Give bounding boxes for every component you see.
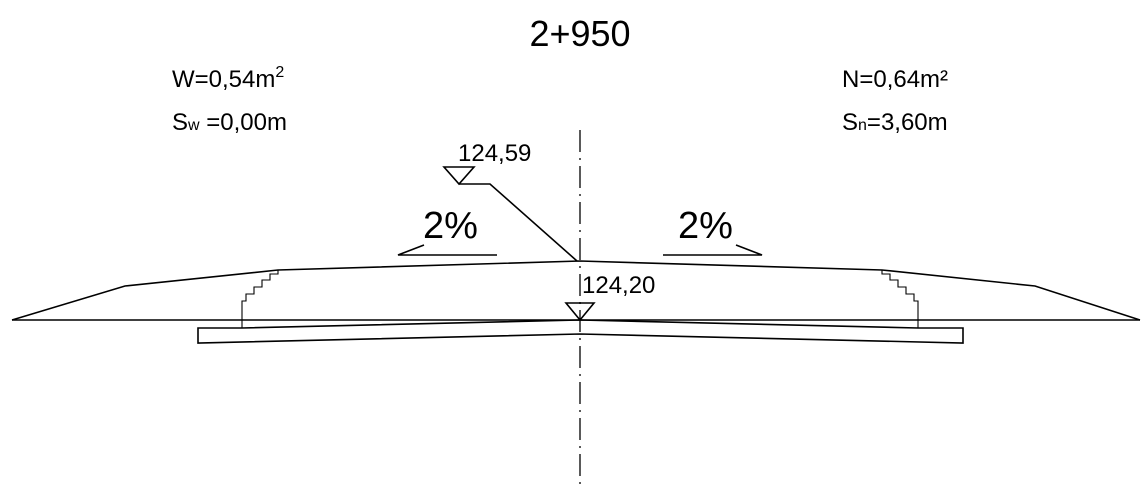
left-shift-subscript: w (187, 117, 200, 134)
subbase-layer-outline (197, 327, 964, 344)
right-slope-label: 2% (678, 205, 733, 247)
left-area-value: W=0,54m (172, 66, 275, 93)
station-title: 2+950 (529, 13, 630, 54)
left-area-label: W=0,54m2 (172, 64, 284, 93)
top-elevation-leader-line (459, 183, 578, 262)
left-shift-prefix: S (172, 109, 188, 136)
axis-elevation-triangle-icon (564, 302, 596, 322)
right-shift-label: Sn=3,60m (842, 109, 948, 136)
top-elevation-triangle-icon (442, 166, 476, 186)
left-shift-value: =0,00m (200, 109, 287, 136)
right-shift-value: =3,60m (867, 109, 948, 136)
axis-elevation-label: 124,20 (582, 272, 655, 299)
left-benching-steps (241, 270, 279, 328)
right-shift-subscript: n (858, 117, 867, 134)
road-surface-line (11, 260, 1141, 321)
left-slope-arrow-icon (397, 244, 497, 256)
left-shift-label: Sw =0,00m (172, 109, 287, 136)
right-benching-steps (881, 270, 919, 328)
right-slope-arrow-icon (663, 244, 763, 256)
left-slope-label: 2% (423, 205, 478, 247)
left-area-superscript: 2 (275, 64, 284, 81)
right-shift-prefix: S (842, 109, 858, 136)
top-elevation-label: 124,59 (458, 140, 531, 167)
right-area-label: N=0,64m² (842, 66, 948, 93)
